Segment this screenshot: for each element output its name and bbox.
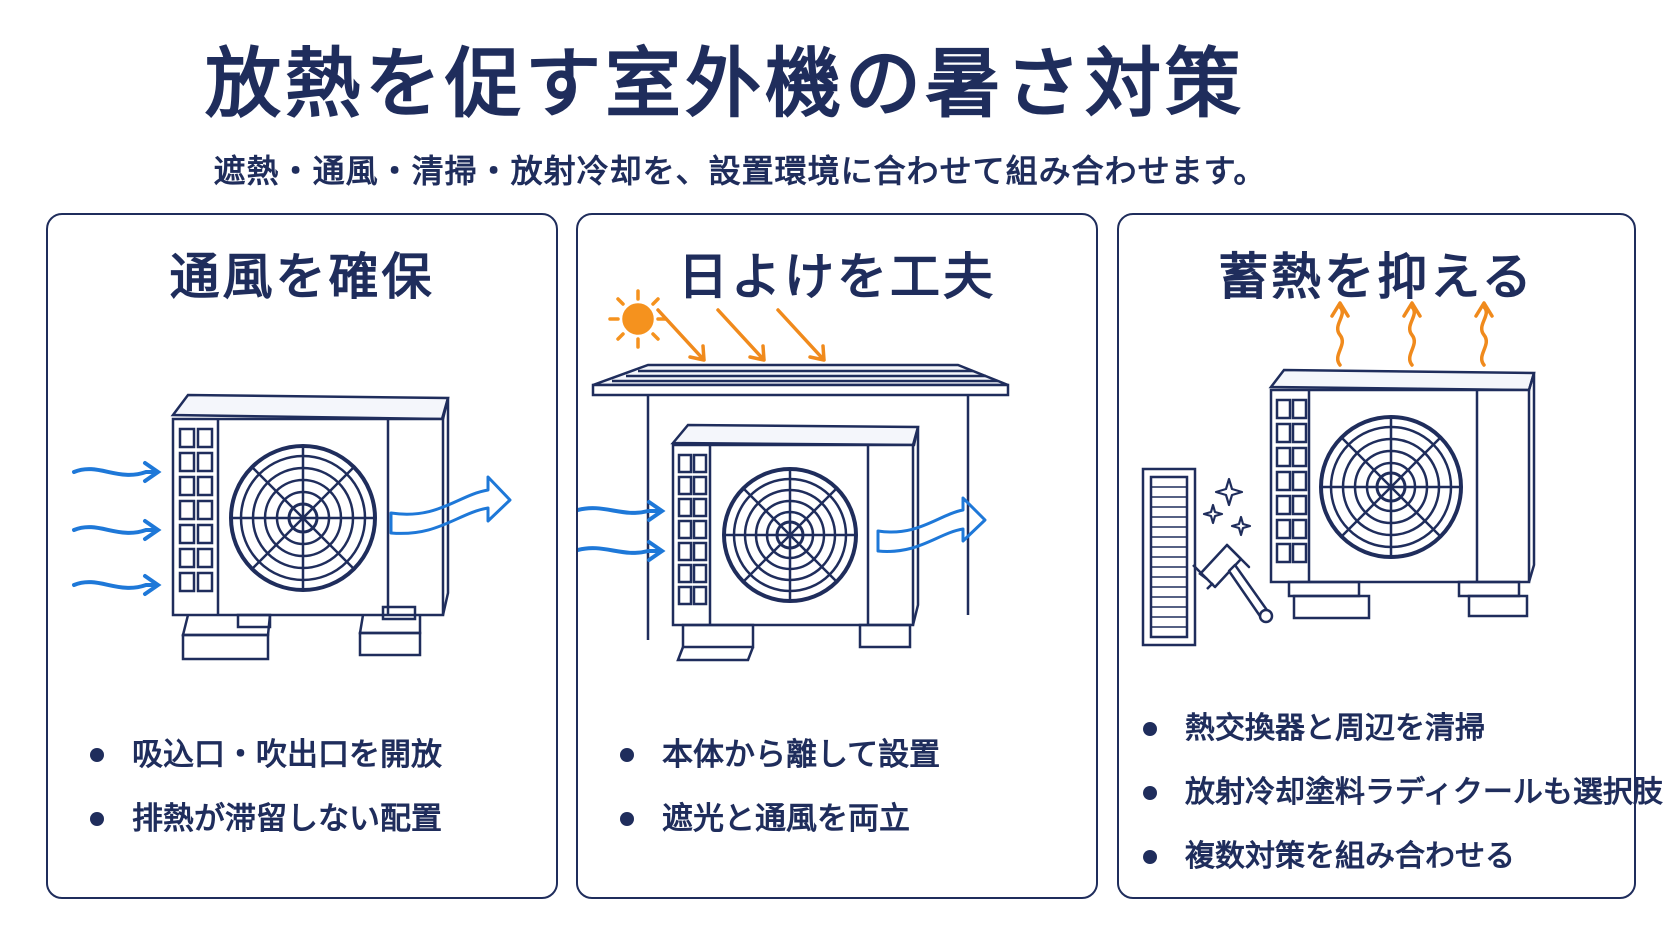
heat-wave-icon	[1330, 301, 1494, 367]
sun-icon	[608, 289, 668, 349]
bullet-text: 遮光と通風を両立	[662, 801, 910, 837]
heat-storage-illustration	[1141, 301, 1536, 647]
outdoor-unit-icon	[1268, 368, 1536, 620]
fan-icon	[229, 444, 377, 592]
bullet-dot	[90, 812, 104, 826]
list-item: 遮光と通風を両立	[618, 787, 940, 851]
panel-ventilation: 通風を確保	[46, 213, 558, 899]
bullet-list: 吸込口・吹出口を開放 排熱が滞留しない配置	[88, 723, 442, 851]
canopy-icon	[591, 363, 1010, 640]
fan-icon	[722, 467, 858, 603]
panel-title: 蓄熱を抑える	[1218, 248, 1535, 306]
panel-title: 日よけを工夫	[678, 248, 996, 306]
outdoor-unit-icon	[170, 393, 450, 661]
panel-title: 通風を確保	[169, 248, 435, 306]
page-subtitle: 遮熱・通風・清掃・放射冷却を、設置環境に合わせて組み合わせます。	[213, 152, 1267, 190]
bullet-dot	[1143, 850, 1157, 864]
bullet-dot	[90, 748, 104, 762]
exhaust-arrow-icon	[389, 475, 512, 535]
filter-icon	[1141, 467, 1197, 647]
bullet-list: 熱交換器と周辺を清掃 放射冷却塗料ラディクールも選択肢 複数対策を組み合わせる	[1141, 697, 1663, 889]
panel-shade: 日よけを工夫	[576, 213, 1098, 899]
list-item: 本体から離して設置	[618, 723, 940, 787]
brush-icon	[1192, 543, 1274, 624]
exhaust-arrow-icon	[876, 496, 987, 553]
bullet-text: 熱交換器と周辺を清掃	[1185, 711, 1485, 746]
bullet-text: 吸込口・吹出口を開放	[132, 737, 442, 773]
fan-icon	[1319, 415, 1463, 559]
heat-exchanger-grille	[1275, 398, 1308, 564]
list-item: 排熱が滞留しない配置	[88, 787, 442, 851]
bullet-dot	[620, 812, 634, 826]
heat-exchanger-grille	[677, 453, 708, 606]
bullet-dot	[1143, 722, 1157, 736]
bullet-text: 複数対策を組み合わせる	[1185, 839, 1515, 874]
bullet-text: 放射冷却塗料ラディクールも選択肢	[1185, 775, 1663, 810]
heat-exchanger-grille	[178, 427, 214, 593]
shade-illustration	[578, 289, 1010, 662]
ventilation-illustration	[72, 393, 512, 661]
bullet-text: 本体から離して設置	[662, 737, 941, 773]
bullet-dot	[620, 748, 634, 762]
list-item: 吸込口・吹出口を開放	[88, 723, 442, 787]
outdoor-unit-icon	[670, 423, 920, 662]
bullet-dot	[1143, 786, 1157, 800]
air-intake-arrow-icon	[72, 461, 162, 596]
list-item: 複数対策を組み合わせる	[1141, 825, 1663, 889]
page-title: 放熱を促す室外機の暑さ対策	[205, 39, 1245, 128]
panel-heat-storage: 蓄熱を抑える	[1117, 213, 1663, 899]
bullet-list: 本体から離して設置 遮光と通風を両立	[618, 723, 940, 851]
bullet-text: 排熱が滞留しない配置	[132, 801, 442, 837]
sparkle-icon	[1202, 477, 1252, 537]
list-item: 放射冷却塗料ラディクールも選択肢	[1141, 761, 1663, 825]
sunlight-arrow-icon	[656, 308, 826, 362]
air-intake-arrow-icon	[578, 500, 666, 562]
list-item: 熱交換器と周辺を清掃	[1141, 697, 1663, 761]
